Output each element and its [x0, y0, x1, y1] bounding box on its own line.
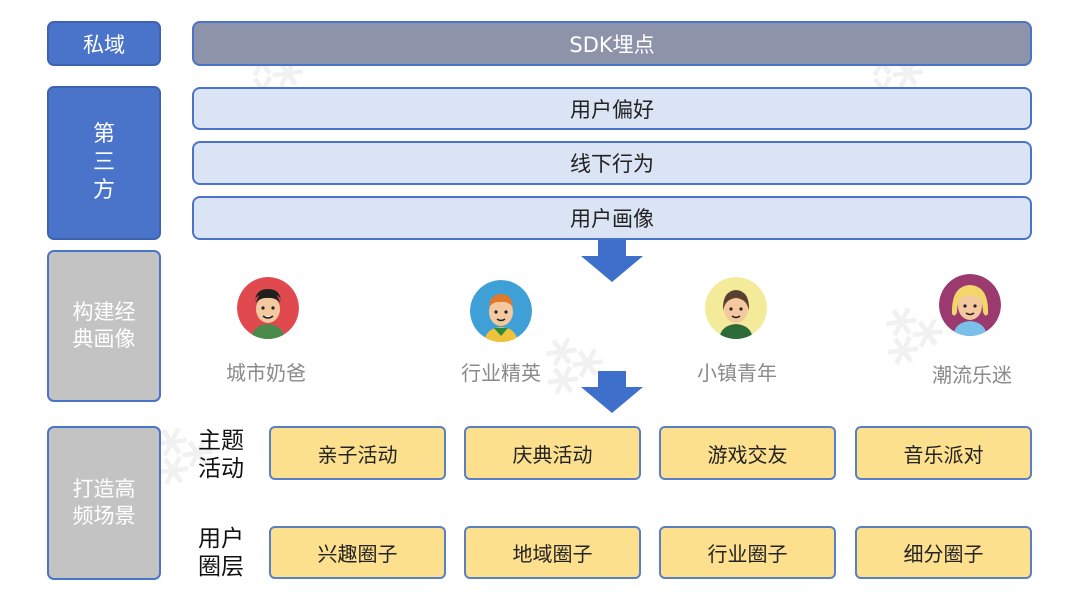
bar-user-preference-label: 用户偏好 [570, 97, 654, 122]
bar-sdk-label: SDK埋点 [569, 32, 655, 57]
persona-label: 行业精英 [461, 361, 541, 385]
activity-box: 亲子活动 [269, 426, 446, 480]
elite-avatar-icon [470, 280, 532, 342]
circle-box: 兴趣圈子 [269, 526, 446, 579]
label-third-party-line: 第 [92, 122, 115, 147]
youth-avatar-icon [705, 277, 767, 339]
row-label-theme-activity: 主题 活动 [189, 427, 253, 483]
activity-box: 庆典活动 [464, 426, 641, 480]
label-third-party-line: 方 [92, 178, 115, 203]
row-label-user-layer: 用户 圈层 [189, 525, 253, 581]
label-third-party: 第 三 方 [47, 86, 161, 240]
circle-box: 细分圈子 [855, 526, 1032, 579]
label-build-scenes-line: 频场景 [72, 504, 136, 528]
circle-box: 行业圈子 [659, 526, 836, 579]
row-label-line: 活动 [198, 456, 244, 482]
bar-offline-behavior-label: 线下行为 [570, 152, 654, 176]
label-build-persona-line: 构建经 [72, 300, 136, 324]
persona-label: 潮流乐迷 [932, 363, 1012, 387]
activity-box: 音乐派对 [855, 426, 1032, 480]
down-arrow-icon [581, 240, 643, 282]
bar-sdk: SDK埋点 [192, 21, 1032, 66]
label-build-scenes: 打造高 频场景 [47, 426, 161, 580]
label-build-persona-line: 典画像 [72, 327, 136, 351]
label-third-party-line: 三 [92, 150, 115, 175]
row-label-line: 用户 [198, 526, 244, 552]
label-private-text: 私域 [83, 32, 125, 57]
persona-label: 小镇青年 [697, 361, 777, 385]
bar-user-portrait-label: 用户画像 [570, 207, 654, 231]
row-label-line: 主题 [198, 428, 244, 454]
dad-avatar-icon [237, 277, 299, 339]
label-build-scenes-line: 打造高 [72, 477, 136, 501]
bar-user-preference: 用户偏好 [192, 87, 1032, 130]
persona-label: 城市奶爸 [226, 361, 306, 385]
label-build-persona: 构建经 典画像 [47, 250, 161, 402]
down-arrow-icon [581, 371, 643, 413]
bar-offline-behavior: 线下行为 [192, 141, 1032, 185]
bar-user-portrait: 用户画像 [192, 196, 1032, 240]
row-label-line: 圈层 [198, 554, 244, 580]
activity-box: 游戏交友 [659, 426, 836, 480]
label-private: 私域 [47, 21, 161, 66]
circle-box: 地域圈子 [464, 526, 641, 579]
music-fan-avatar-icon [939, 274, 1001, 336]
